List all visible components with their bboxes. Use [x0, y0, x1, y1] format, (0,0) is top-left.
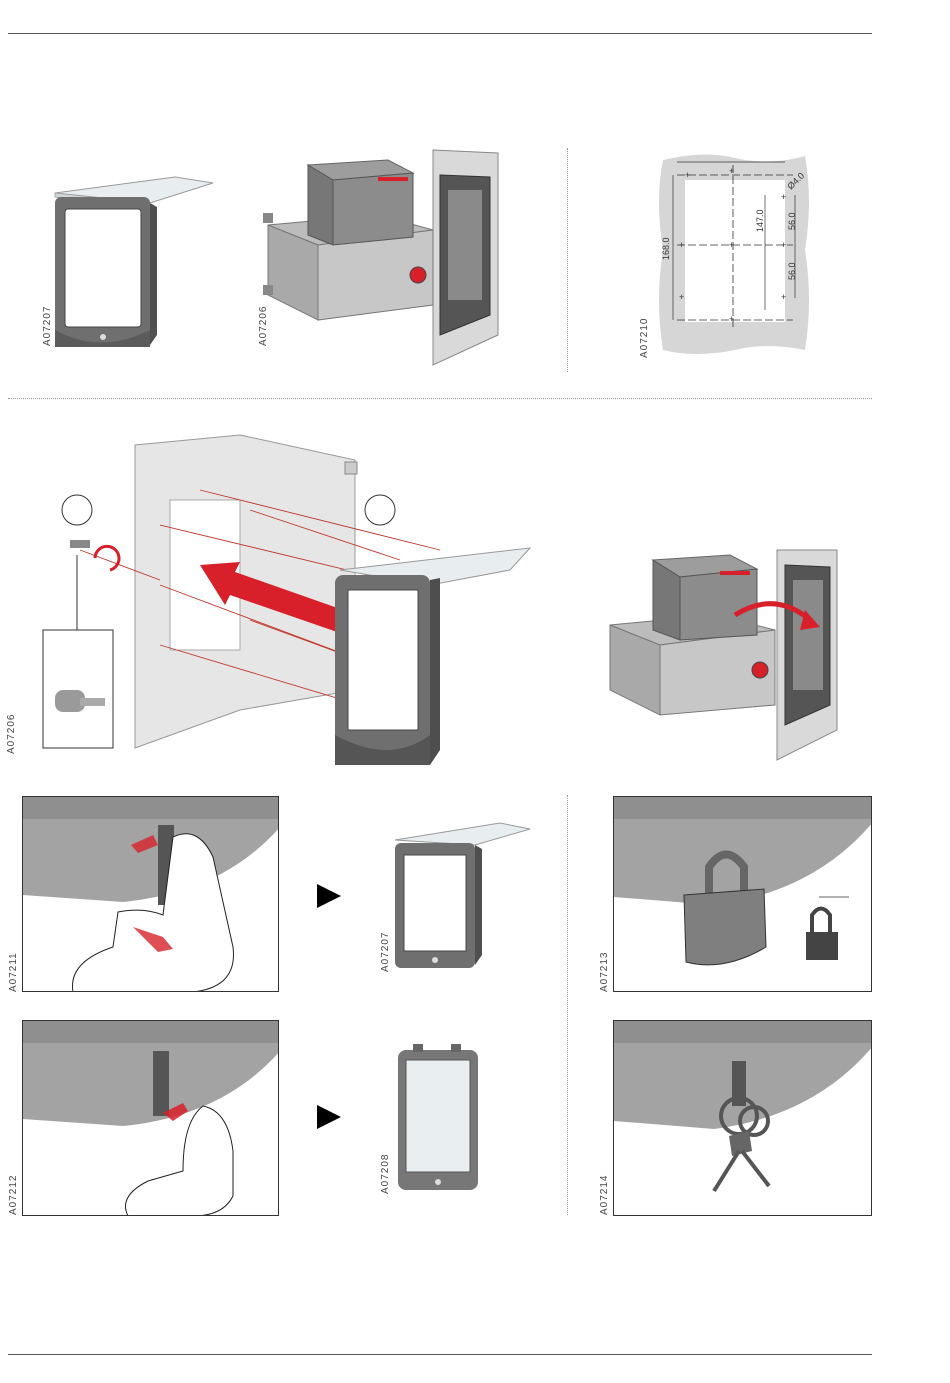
bottom-column-divider — [567, 795, 568, 1215]
figure-code: A07206 — [258, 306, 269, 346]
section-divider — [8, 398, 872, 399]
svg-text:+: + — [729, 240, 734, 250]
svg-text:+: + — [781, 240, 786, 250]
frame-closed-illustration — [393, 1040, 503, 1200]
frame-with-lid-illustration — [390, 815, 535, 970]
remove-lid-illustration — [23, 797, 279, 992]
bottom-rule — [8, 1354, 872, 1355]
dim-168: 168.0 — [661, 237, 671, 260]
top-rule — [8, 33, 872, 34]
drilling-template-drawing: ++ +++ ++ ++ 168.0 147.0 56.0 56.0 Ø4.0 — [655, 150, 815, 360]
svg-text:+: + — [729, 314, 734, 324]
unit-mounted-illustration — [258, 145, 503, 367]
step1-panel — [22, 796, 279, 992]
figure-code: A07214 — [599, 1175, 610, 1215]
step-arrow-icon — [317, 884, 341, 908]
figure-code: A07212 — [8, 1175, 19, 1215]
padlock-illustration — [614, 797, 872, 992]
figure-code: A07207 — [380, 932, 391, 972]
figure-code: A07208 — [380, 1154, 391, 1194]
svg-text:+: + — [781, 192, 786, 202]
mounting-on-door-illustration — [40, 430, 540, 770]
dim-56-top: 56.0 — [787, 212, 797, 230]
svg-text:+: + — [679, 240, 684, 250]
unit-door-closing-illustration — [605, 545, 840, 760]
figure-code: A07206 — [6, 714, 17, 754]
dim-147: 147.0 — [755, 209, 765, 232]
padlock-panel — [613, 796, 872, 992]
figure-code: A07211 — [8, 952, 19, 992]
step2-panel — [22, 1020, 279, 1216]
svg-text:+: + — [679, 292, 684, 302]
svg-text:+: + — [729, 166, 734, 176]
svg-text:+: + — [685, 170, 690, 180]
svg-text:+: + — [781, 292, 786, 302]
figure-code: A07207 — [42, 306, 53, 346]
figure-code: A07210 — [639, 318, 650, 358]
close-lid-illustration — [23, 1021, 279, 1216]
keyring-illustration — [614, 1021, 872, 1216]
frame-with-lid-illustration — [45, 165, 220, 350]
figure-code: A07213 — [599, 952, 610, 992]
top-column-divider — [567, 148, 568, 372]
step-arrow-icon — [317, 1105, 341, 1129]
dim-56-bottom: 56.0 — [787, 262, 797, 280]
keyring-panel — [613, 1020, 872, 1216]
